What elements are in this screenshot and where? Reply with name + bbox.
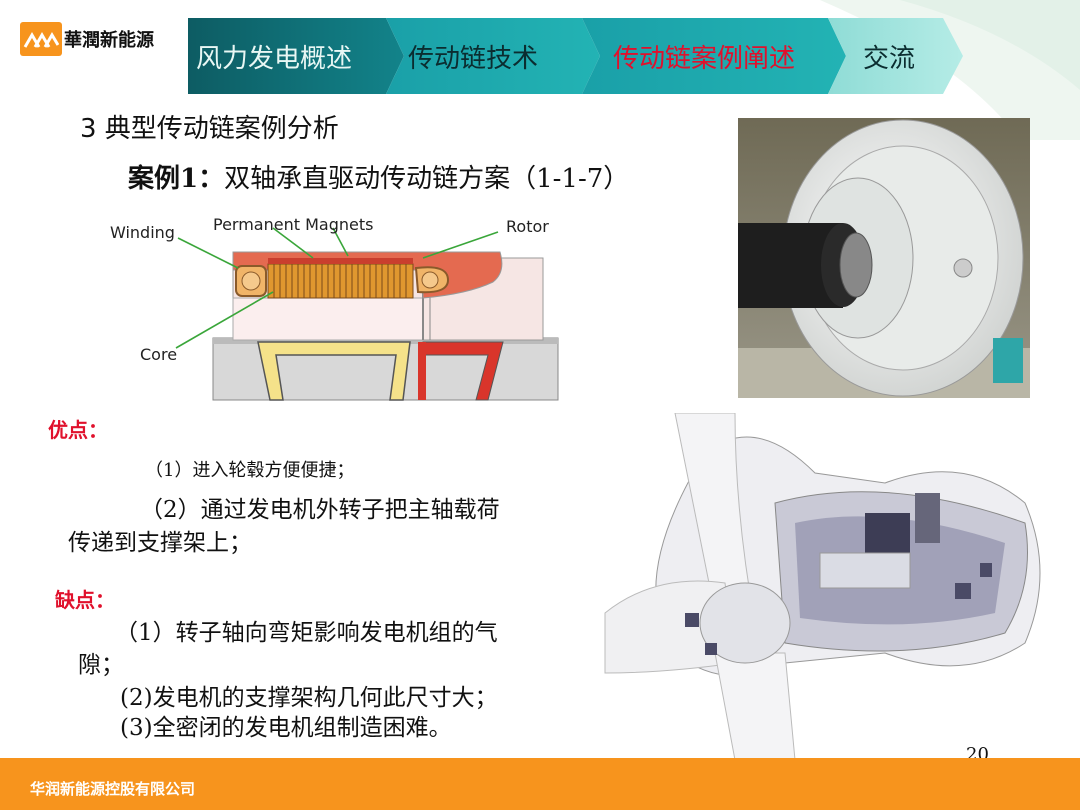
disadvantage-item-2: (2)发电机的支撑架构几何此尺寸大； bbox=[120, 685, 498, 711]
label-core: Core bbox=[140, 345, 177, 364]
advantage-item-1: （1）进入轮毂方便便捷； bbox=[145, 460, 355, 481]
footer-company: 华润新能源控股有限公司 bbox=[30, 780, 196, 798]
section-nav: 风力发电概述 传动链技术 传动链案例阐述 交流 bbox=[188, 18, 968, 94]
nav-background bbox=[188, 18, 963, 94]
footer-bar: 华润新能源控股有限公司 bbox=[0, 758, 1080, 810]
label-rotor: Rotor bbox=[506, 217, 549, 236]
nav-tab-exchange[interactable]: 交流 bbox=[863, 43, 916, 74]
generator-photo bbox=[738, 118, 1030, 398]
advantage-item-2-cont: 传递到支撑架上； bbox=[68, 530, 252, 556]
logo-mark-icon bbox=[20, 22, 62, 56]
generator-cross-section-diagram: Winding Permanent Magnets Rotor Core bbox=[110, 215, 559, 401]
nacelle-cutaway-image bbox=[585, 413, 1053, 760]
case-prefix: 案例1： bbox=[128, 164, 225, 194]
nav-tab-drivetrain-cases[interactable]: 传动链案例阐述 bbox=[613, 43, 796, 74]
disadvantage-item-1: （1）转子轴向弯矩影响发电机组的气 bbox=[115, 620, 498, 646]
section-title: 3 典型传动链案例分析 bbox=[80, 114, 339, 144]
advantage-item-2: （2）通过发电机外转子把主轴载荷 bbox=[140, 497, 500, 523]
disadvantage-item-3: (3)全密闭的发电机组制造困难。 bbox=[120, 715, 452, 741]
advantages-label: 优点： bbox=[48, 418, 108, 442]
label-permanent-magnets: Permanent Magnets bbox=[213, 215, 373, 234]
company-logo: 華潤新能源 bbox=[20, 22, 154, 56]
nav-tab-drivetrain-tech[interactable]: 传动链技术 bbox=[408, 43, 539, 74]
logo-text: 華潤新能源 bbox=[64, 30, 154, 51]
disadvantages-label: 缺点： bbox=[55, 588, 115, 612]
disadvantage-item-1-cont: 隙； bbox=[78, 652, 124, 678]
nav-tab-wind-overview[interactable]: 风力发电概述 bbox=[196, 43, 353, 74]
case-title: 案例1：双轴承直驱动传动链方案（1-1-7） bbox=[128, 158, 629, 195]
label-winding: Winding bbox=[110, 223, 175, 242]
case-name: 双轴承直驱动传动链方案（1-1-7） bbox=[224, 164, 630, 194]
